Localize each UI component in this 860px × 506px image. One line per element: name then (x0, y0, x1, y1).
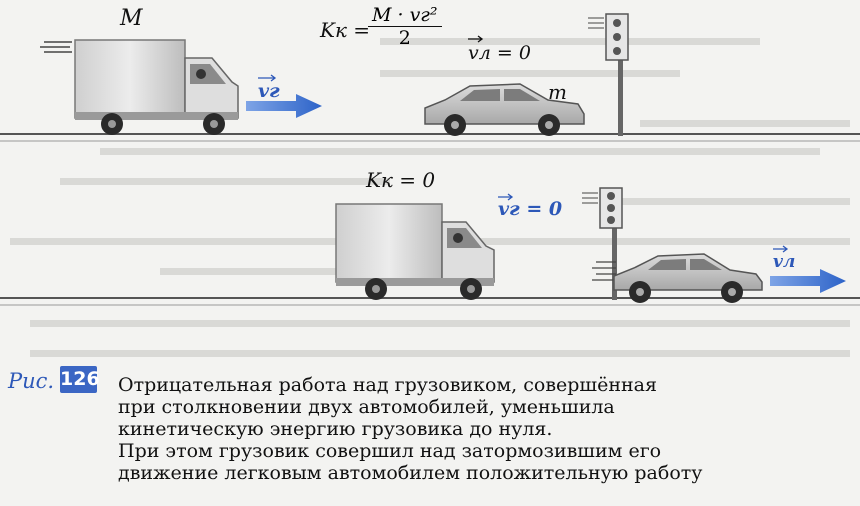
traffic-light-icon (582, 187, 623, 300)
figure-number-badge: 126 (60, 366, 100, 393)
truck-moving (74, 39, 239, 135)
kinetic-energy-zero-label: Kк = 0 (366, 168, 436, 192)
car-mass-label: m (548, 80, 567, 104)
truck-velocity-bottom-label: vг = 0 (498, 198, 563, 220)
truck-velocity-arrow-icon (246, 94, 322, 118)
caption-line: Отрицательная работа над грузовиком, сов… (118, 374, 657, 396)
car-stationary (424, 83, 585, 136)
car-moving (592, 253, 763, 303)
road-top (0, 133, 860, 142)
traffic-light-icon (588, 13, 629, 136)
kinetic-energy-lhs: Kк = (320, 18, 370, 42)
figure-caption: Отрицательная работа над грузовиком, сов… (118, 374, 758, 484)
vector-arrow-icon (258, 74, 277, 82)
kinetic-energy-fraction: M · vг² 2 (368, 4, 442, 49)
car-velocity-arrow-icon (770, 269, 846, 293)
figure-prefix: Рис. (8, 369, 55, 393)
caption-line: кинетическую энергию грузовика до нуля. (118, 418, 553, 440)
car-velocity-bottom-label: vл (773, 252, 796, 272)
formula-denominator: 2 (398, 27, 411, 49)
motion-lines-icon (40, 41, 72, 53)
caption-line: движение легковым автомобилем положитель… (118, 462, 703, 484)
caption-line: При этом грузовик совершил над затормози… (118, 440, 662, 462)
vector-arrow-icon (468, 35, 484, 43)
vector-arrow-icon (773, 245, 789, 253)
formula-numerator: M · vг² (368, 4, 442, 27)
car-velocity-top-label: vл = 0 (468, 42, 531, 64)
vector-arrow-icon (498, 193, 514, 201)
truck-mass-label: M (120, 6, 143, 31)
truck-velocity-top-label: vг (258, 80, 280, 102)
truck-stopped (335, 203, 495, 300)
caption-line: при столкновении двух автомобилей, умень… (118, 396, 615, 418)
road-bottom (0, 297, 860, 306)
